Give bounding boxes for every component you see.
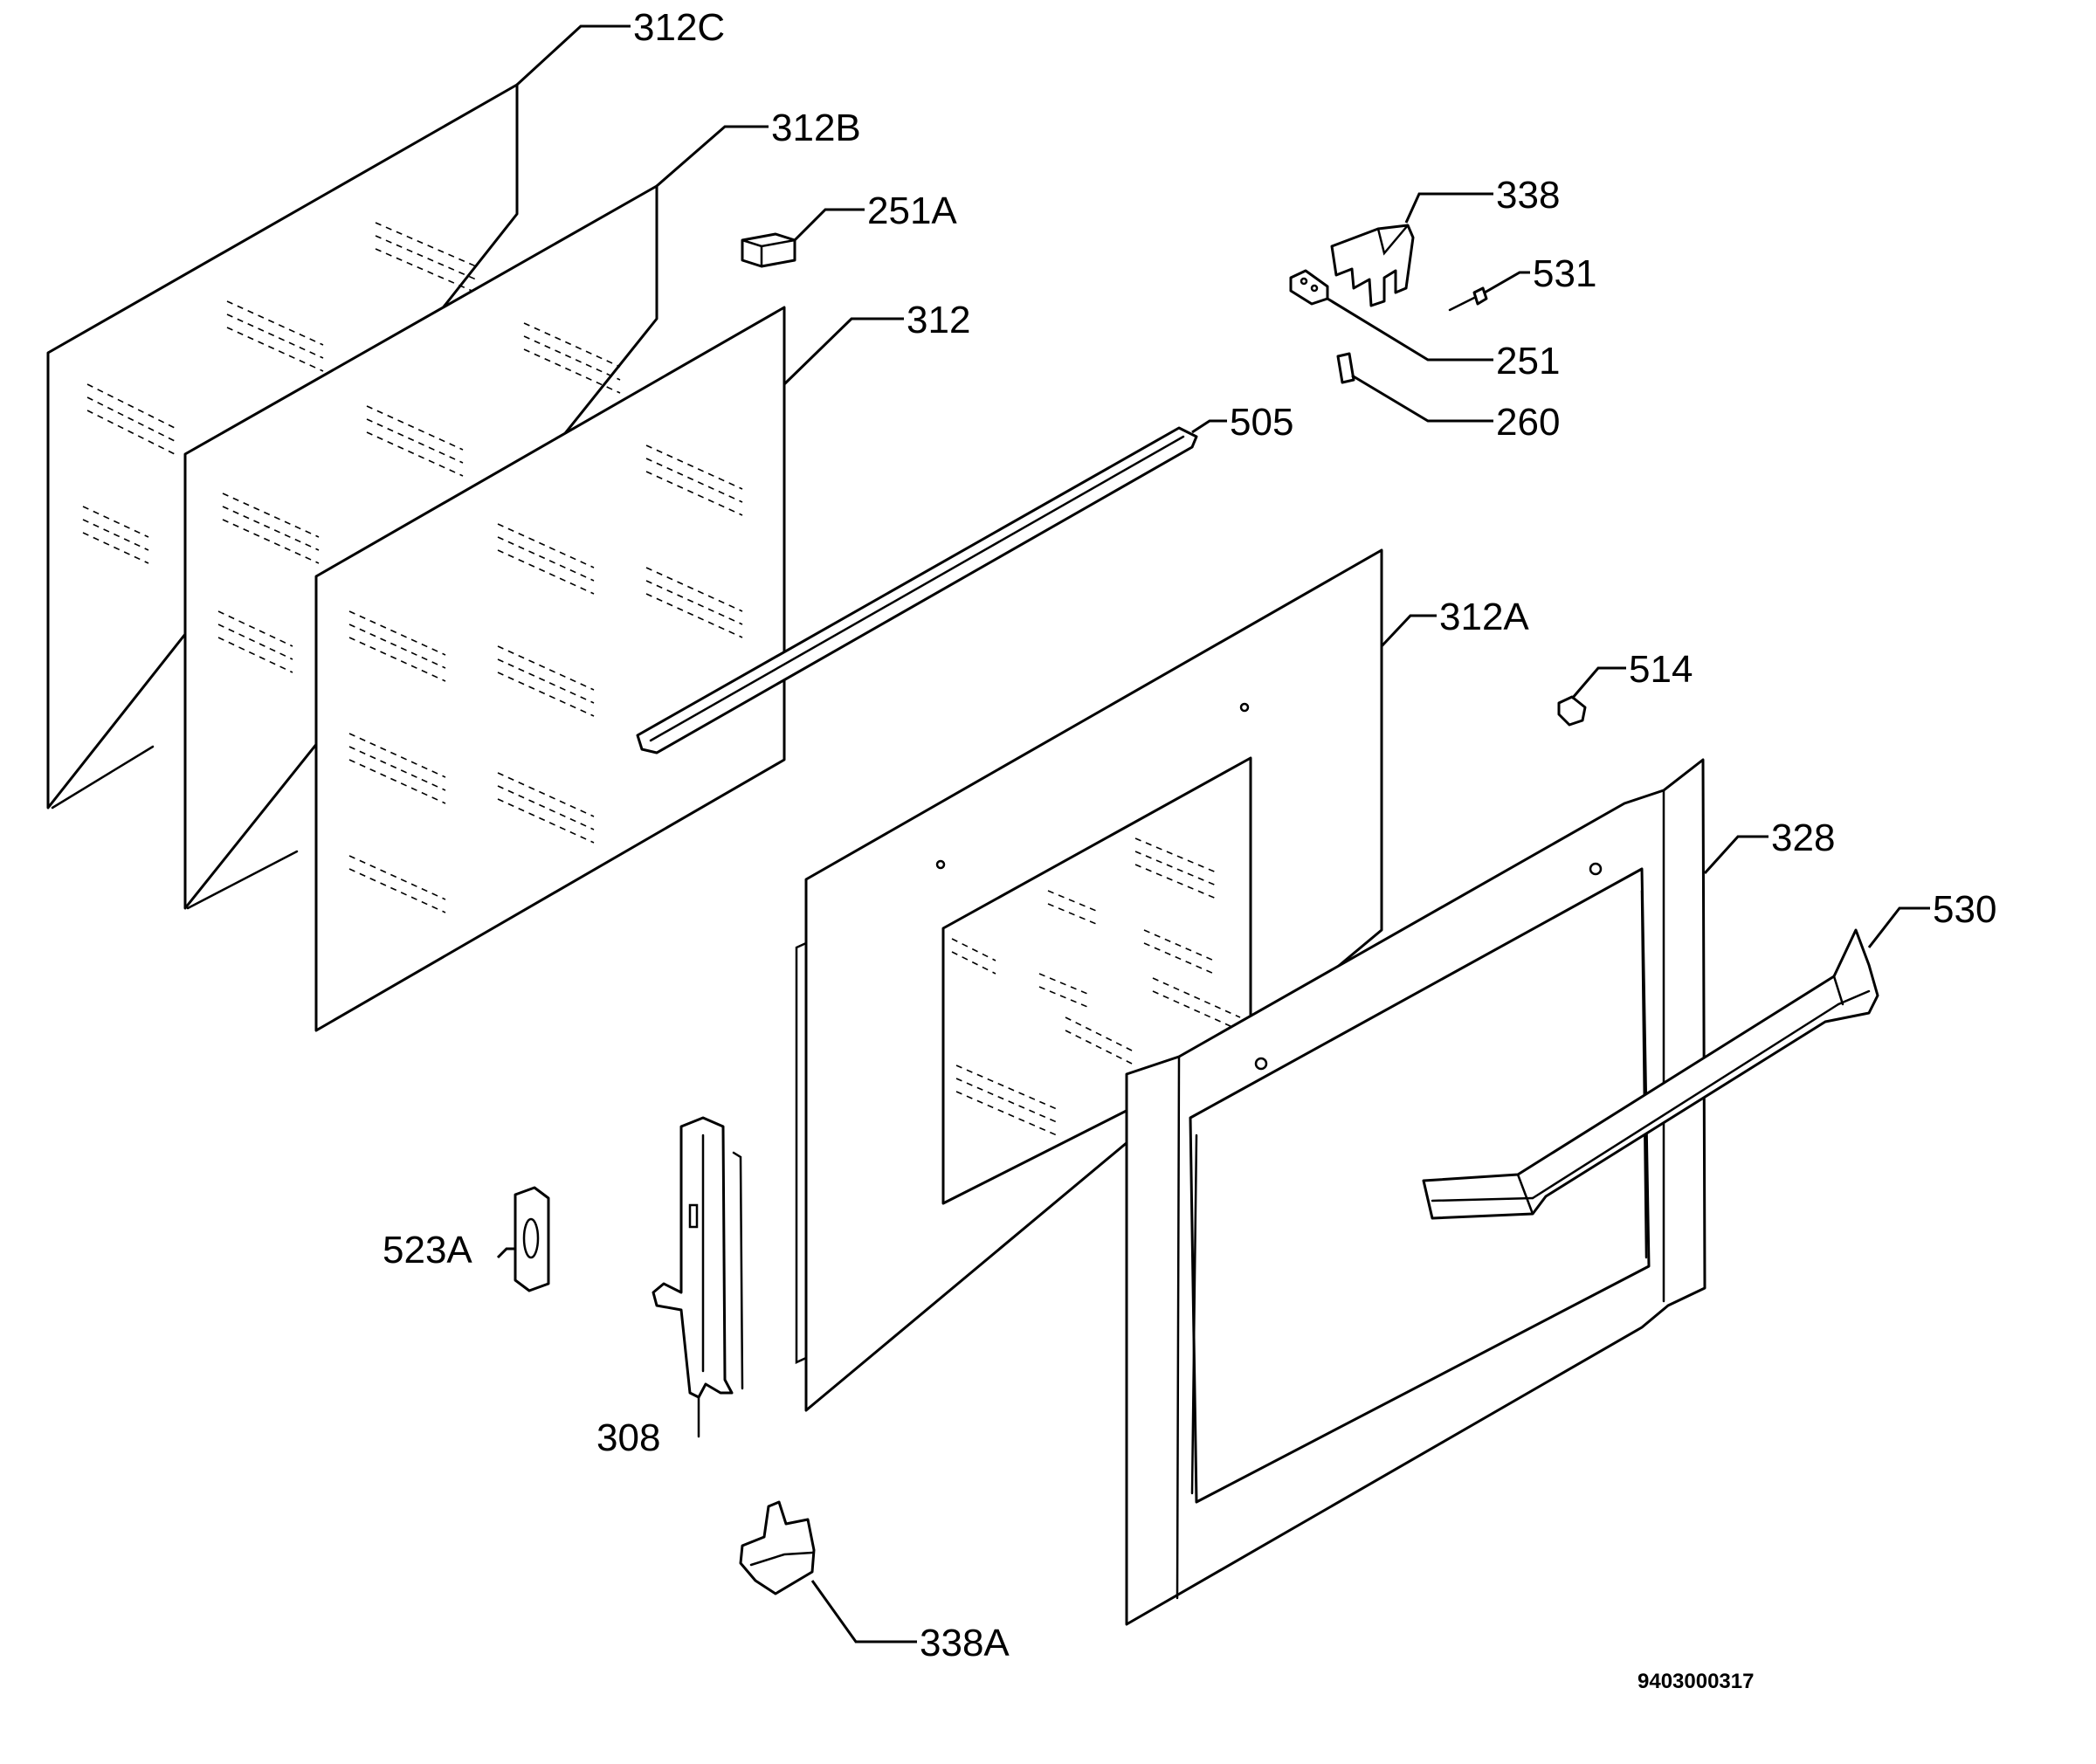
callout-531: 531: [1533, 252, 1596, 295]
cover-338a: [739, 1500, 816, 1595]
cover-338: [1330, 224, 1415, 307]
document-number: 9403000317: [1638, 1670, 1754, 1693]
callout-338: 338: [1496, 174, 1560, 217]
profile-strip-505: [636, 426, 1198, 755]
handle-530: [1422, 928, 1879, 1220]
callout-523a: 523A: [383, 1229, 472, 1271]
latch-523a: [514, 1186, 550, 1292]
callout-260: 260: [1496, 401, 1560, 444]
inner-glass-312a: [795, 548, 1383, 1412]
callout-308: 308: [596, 1416, 660, 1459]
hinge-308: [652, 1116, 744, 1438]
clip-260: [1336, 352, 1355, 384]
callout-312c: 312C: [633, 6, 725, 49]
callout-505: 505: [1230, 401, 1293, 444]
callout-328: 328: [1771, 817, 1835, 859]
callout-labels: 312C 312B 251A 312 338 531 251 260 505 3…: [383, 6, 1996, 1693]
door-frame-328: [1125, 758, 1706, 1626]
callout-251a: 251A: [867, 189, 957, 232]
callout-312: 312: [907, 299, 970, 341]
callout-251: 251: [1496, 340, 1560, 382]
glass-panel-312: [314, 306, 786, 1032]
bracket-251a: [741, 232, 796, 268]
callout-530: 530: [1933, 888, 1996, 931]
callout-338a: 338A: [920, 1622, 1010, 1664]
spring-251: [1289, 269, 1329, 306]
callout-312b: 312B: [771, 107, 861, 149]
screw-531: [1448, 286, 1488, 312]
leader-lines: [496, 24, 1930, 1643]
callout-312a: 312A: [1439, 596, 1529, 638]
callout-514: 514: [1629, 648, 1693, 691]
knob-514: [1557, 695, 1587, 727]
